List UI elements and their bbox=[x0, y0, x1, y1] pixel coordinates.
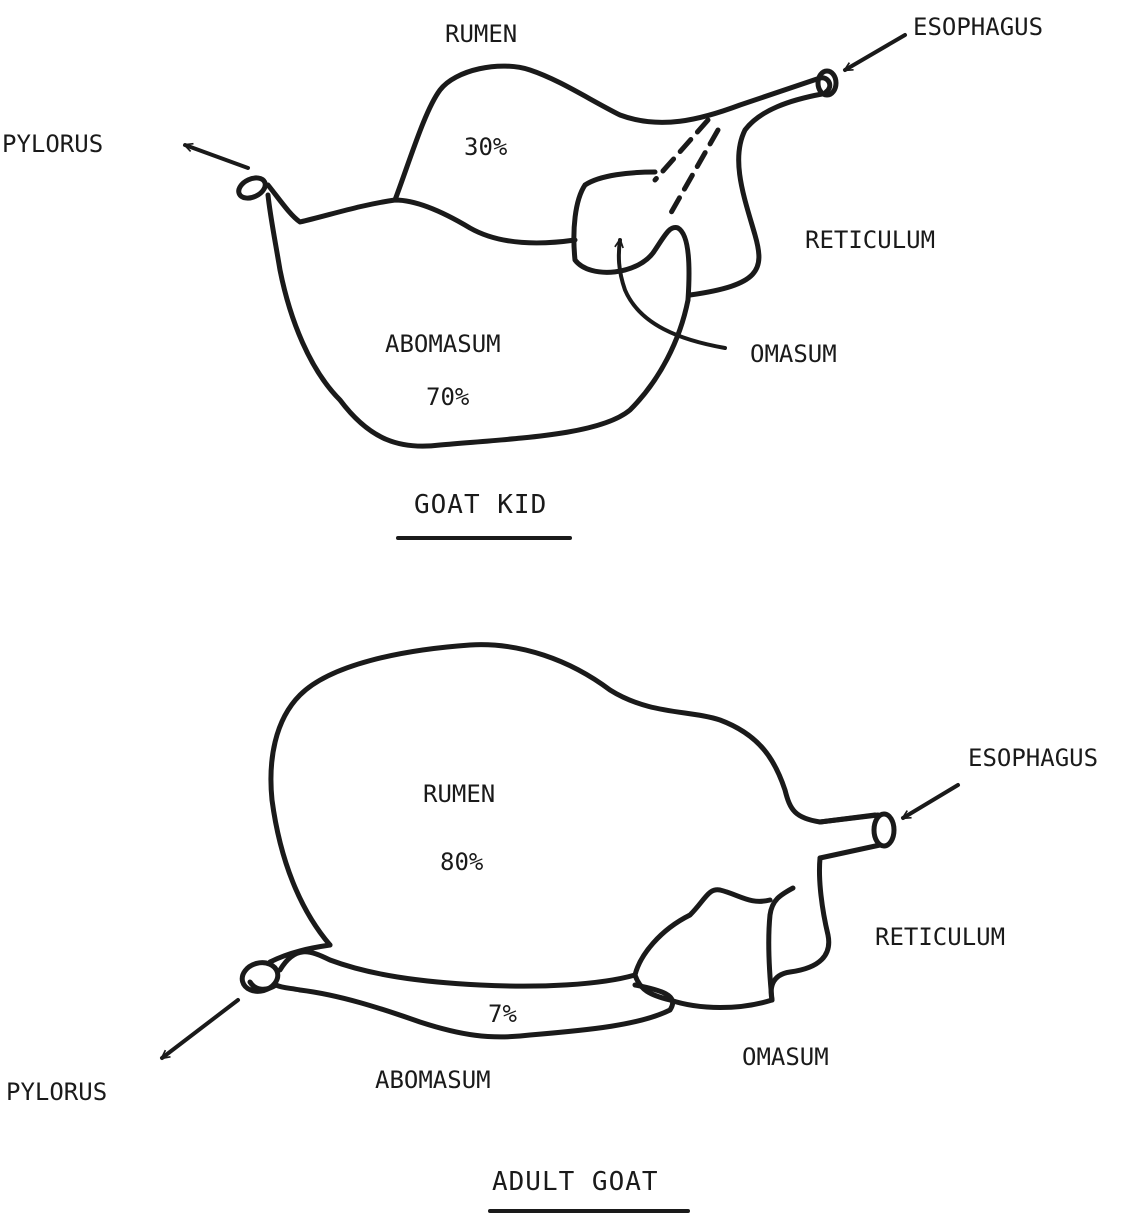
adult-title: ADULT GOAT bbox=[492, 1167, 659, 1197]
adult-reticulum-inner bbox=[769, 888, 793, 1000]
adult-esophagus-opening bbox=[874, 814, 894, 846]
kid-reticulum-outline bbox=[690, 94, 822, 295]
adult-abomasum-percent: 7% bbox=[488, 1000, 517, 1028]
adult-rumen-label: RUMEN bbox=[423, 780, 495, 808]
kid-esophageal-groove-2 bbox=[668, 130, 718, 218]
kid-pylorus-opening bbox=[236, 174, 269, 202]
adult-pylorus-opening bbox=[239, 959, 281, 995]
kid-esophagus-label: ESOPHAGUS bbox=[913, 13, 1043, 41]
kid-title: GOAT KID bbox=[414, 490, 547, 520]
adult-pylorus-arrow bbox=[162, 1000, 238, 1058]
adult-pylorus-label: PYLORUS bbox=[6, 1078, 107, 1106]
adult-esophagus-tube bbox=[820, 815, 880, 858]
kid-rumen-label: RUMEN bbox=[445, 20, 517, 48]
kid-rumen-percent: 30% bbox=[464, 133, 508, 161]
kid-pylorus-label: PYLORUS bbox=[2, 130, 103, 158]
kid-rumen-outline bbox=[395, 66, 820, 200]
adult-rumen-bottom bbox=[280, 952, 635, 986]
adult-abomasum-outline bbox=[276, 985, 673, 1037]
adult-esophagus-label: ESOPHAGUS bbox=[968, 744, 1098, 772]
kid-abomasum-percent: 70% bbox=[426, 383, 470, 411]
adult-goat-diagram: RUMEN 80% ESOPHAGUS RETICULUM 7% OMASUM … bbox=[6, 645, 1098, 1211]
kid-reticulum-label: RETICULUM bbox=[805, 226, 935, 254]
goat-kid-diagram: RUMEN 30% PYLORUS ESOPHAGUS RETICULUM OM… bbox=[2, 13, 1043, 538]
kid-rumen-abomasum-divider bbox=[268, 185, 575, 243]
kid-esophagus-arrow bbox=[845, 35, 905, 70]
kid-omasum-label: OMASUM bbox=[750, 340, 837, 368]
adult-rumen-percent: 80% bbox=[440, 848, 484, 876]
adult-esophagus-arrow bbox=[903, 785, 958, 818]
adult-abomasum-label: ABOMASUM bbox=[375, 1066, 491, 1094]
kid-abomasum-label: ABOMASUM bbox=[385, 330, 501, 358]
kid-pylorus-arrow bbox=[185, 145, 248, 168]
adult-omasum-label: OMASUM bbox=[742, 1043, 829, 1071]
adult-reticulum-outline bbox=[771, 858, 829, 1000]
adult-reticulum-label: RETICULUM bbox=[875, 923, 1005, 951]
kid-omasum-outline bbox=[574, 172, 689, 300]
adult-abomasum-neck bbox=[250, 945, 330, 989]
kid-esophageal-groove-1 bbox=[655, 120, 708, 180]
adult-rumen-outline bbox=[271, 645, 875, 945]
